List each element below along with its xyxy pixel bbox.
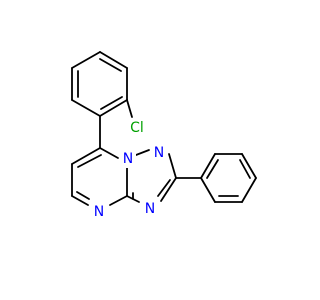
atom-label-chlorine: Cl	[130, 120, 144, 136]
bond	[109, 195, 128, 206]
atom-label-triazole-nitrogen-bottom: N	[145, 201, 155, 217]
molecule-structure: Cl N N N N	[71, 51, 257, 221]
bond	[160, 177, 177, 202]
bond	[241, 177, 257, 203]
bond	[241, 153, 257, 179]
atom-label-triazole-nitrogen-top: N	[154, 145, 164, 161]
bond	[168, 153, 177, 179]
bond	[99, 51, 128, 69]
bond	[76, 191, 90, 200]
bond	[135, 149, 150, 156]
bond	[99, 147, 119, 159]
bond	[100, 96, 123, 110]
atom-label-bridge-nitrogen: N	[123, 151, 133, 167]
bond	[200, 153, 216, 179]
bonds	[71, 51, 257, 206]
bond	[71, 147, 101, 165]
bond	[71, 51, 101, 69]
bond	[99, 58, 122, 72]
bond	[206, 159, 219, 179]
bond	[157, 179, 171, 197]
atom-labels: Cl N N N N	[91, 118, 167, 221]
bond	[77, 154, 102, 168]
bond	[71, 99, 101, 117]
bond	[239, 159, 251, 179]
bond	[126, 99, 133, 118]
bond	[200, 177, 216, 203]
bond	[99, 99, 128, 117]
atom-label-pyrimidine-nitrogen: N	[94, 204, 104, 220]
bond	[71, 195, 89, 206]
